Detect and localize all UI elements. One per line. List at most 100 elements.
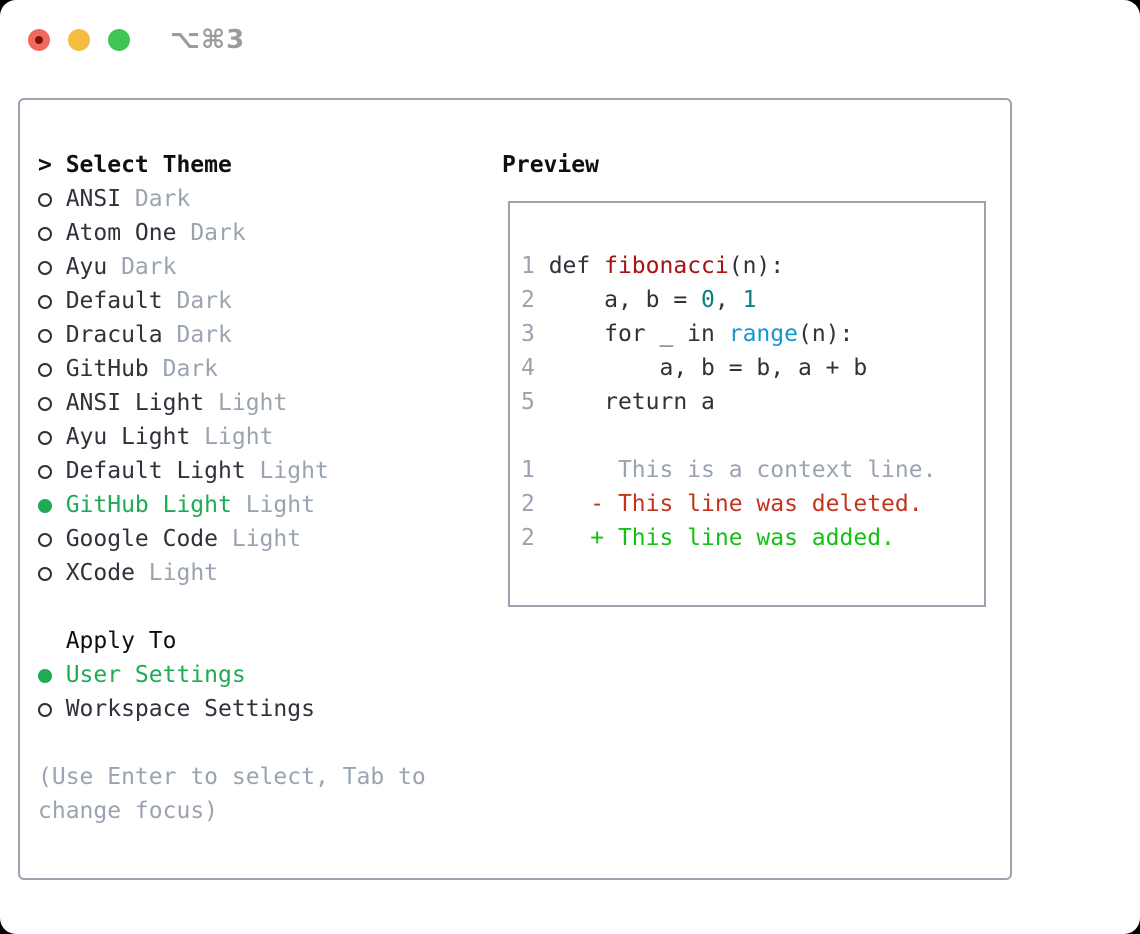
code-segment-code: (n): bbox=[728, 253, 785, 279]
code-segment-code: for _ in bbox=[534, 321, 729, 347]
theme-option-ansi-light-light[interactable]: ANSI Light Light bbox=[38, 386, 426, 420]
option-label: Dracula bbox=[65, 322, 163, 348]
radio-unselected-icon bbox=[38, 318, 66, 352]
option-label: GitHub Light bbox=[65, 492, 232, 518]
radio-selected-icon bbox=[38, 488, 66, 522]
theme-option-atom-one-dark[interactable]: Atom One Dark bbox=[38, 216, 426, 250]
theme-option-ayu-light-light[interactable]: Ayu Light Light bbox=[38, 420, 426, 454]
code-segment-kw: range bbox=[728, 321, 798, 347]
option-variant-tag: Light bbox=[231, 492, 315, 518]
option-label: XCode bbox=[65, 560, 135, 586]
radio-unselected-icon bbox=[38, 284, 66, 318]
option-variant-tag: Dark bbox=[107, 254, 177, 280]
code-segment-code: return a bbox=[534, 389, 715, 415]
line-number: 3 bbox=[521, 321, 535, 347]
theme-option-default-light-light[interactable]: Default Light Light bbox=[38, 454, 426, 488]
radio-unselected-icon bbox=[38, 420, 66, 454]
preview-title: Preview bbox=[502, 152, 599, 178]
apply-option-workspace-settings[interactable]: Workspace Settings bbox=[38, 692, 426, 726]
select-theme-header: > Select Theme bbox=[38, 148, 426, 182]
titlebar: ⌥⌘3 bbox=[28, 25, 245, 55]
traffic-lights bbox=[28, 29, 130, 51]
theme-option-google-code-light[interactable]: Google Code Light bbox=[38, 522, 426, 556]
line-number: 1 bbox=[521, 457, 535, 483]
radio-unselected-icon bbox=[38, 182, 66, 216]
option-variant-tag: Light bbox=[245, 458, 329, 484]
focus-caret-icon: > bbox=[38, 152, 52, 178]
theme-option-github-light-light[interactable]: GitHub Light Light bbox=[38, 488, 426, 522]
theme-option-default-dark[interactable]: Default Dark bbox=[38, 284, 426, 318]
option-variant-tag: Dark bbox=[121, 186, 191, 212]
line-number: 2 bbox=[521, 287, 535, 313]
option-label: Ayu Light bbox=[65, 424, 191, 450]
radio-unselected-icon bbox=[38, 386, 66, 420]
select-theme-title: Select Theme bbox=[65, 152, 232, 178]
option-label: ANSI bbox=[65, 186, 122, 212]
line-number: 2 bbox=[521, 491, 535, 517]
theme-option-dracula-dark[interactable]: Dracula Dark bbox=[38, 318, 426, 352]
radio-unselected-icon bbox=[38, 556, 66, 590]
code-segment-num: 0 bbox=[701, 287, 715, 313]
code-segment-code: , bbox=[714, 287, 743, 313]
close-button[interactable] bbox=[28, 29, 50, 51]
code-segment-code: def bbox=[534, 253, 605, 279]
code-line: 2 - This line was deleted. bbox=[521, 487, 984, 521]
line-number: 4 bbox=[521, 355, 535, 381]
option-variant-tag: Dark bbox=[162, 322, 232, 348]
option-label: Default bbox=[65, 288, 163, 314]
code-segment-num: 1 bbox=[742, 287, 757, 313]
code-segment-deleted: - This line was deleted. bbox=[534, 491, 923, 517]
maximize-button[interactable] bbox=[108, 29, 130, 51]
radio-unselected-icon bbox=[38, 522, 66, 556]
option-label: Google Code bbox=[65, 526, 219, 552]
option-variant-tag: Light bbox=[218, 526, 302, 552]
code-line: 2 + This line was added. bbox=[521, 521, 984, 555]
window-title-shortcut: ⌥⌘3 bbox=[170, 25, 246, 55]
apply-to-header: Apply To bbox=[65, 628, 177, 654]
option-variant-tag: Light bbox=[134, 560, 219, 586]
option-variant-tag: Dark bbox=[176, 220, 246, 246]
code-segment-func: fibonacci bbox=[604, 253, 729, 279]
option-variant-tag: Light bbox=[204, 390, 288, 416]
spacer bbox=[38, 726, 426, 760]
option-variant-tag: Light bbox=[190, 424, 274, 450]
line-number: 1 bbox=[521, 253, 535, 279]
radio-unselected-icon bbox=[38, 692, 66, 726]
hint-line: change focus) bbox=[38, 798, 219, 824]
code-line: 5 return a bbox=[521, 385, 984, 419]
theme-option-github-dark[interactable]: GitHub Dark bbox=[38, 352, 426, 386]
radio-unselected-icon bbox=[38, 352, 66, 386]
code-line: 3 for _ in range(n): bbox=[521, 317, 984, 351]
code-segment-code: a, b = bbox=[534, 287, 702, 313]
option-label: Atom One bbox=[65, 220, 177, 246]
radio-unselected-icon bbox=[38, 216, 66, 250]
code-line: 1 def fibonacci(n): bbox=[521, 249, 984, 283]
apply-option-user-settings[interactable]: User Settings bbox=[38, 658, 426, 692]
code-line bbox=[521, 419, 984, 453]
radio-selected-icon bbox=[38, 658, 66, 692]
code-line: 2 a, b = 0, 1 bbox=[521, 283, 984, 317]
option-label: GitHub bbox=[65, 356, 149, 382]
theme-option-ansi-dark[interactable]: ANSI Dark bbox=[38, 182, 426, 216]
option-variant-tag: Dark bbox=[162, 288, 232, 314]
radio-unselected-icon bbox=[38, 250, 66, 284]
code-segment-code: a, b = b, a + b bbox=[534, 355, 868, 381]
option-variant-tag: Dark bbox=[148, 356, 219, 382]
theme-option-ayu-dark[interactable]: Ayu Dark bbox=[38, 250, 426, 284]
radio-unselected-icon bbox=[38, 454, 66, 488]
minimize-button[interactable] bbox=[68, 29, 90, 51]
unsaved-indicator-dot bbox=[35, 36, 43, 44]
option-label: ANSI Light bbox=[65, 390, 205, 416]
option-label: Ayu bbox=[65, 254, 108, 280]
code-segment-context: This is a context line. bbox=[534, 457, 937, 483]
option-label: Default Light bbox=[65, 458, 246, 484]
theme-option-xcode-light[interactable]: XCode Light bbox=[38, 556, 426, 590]
